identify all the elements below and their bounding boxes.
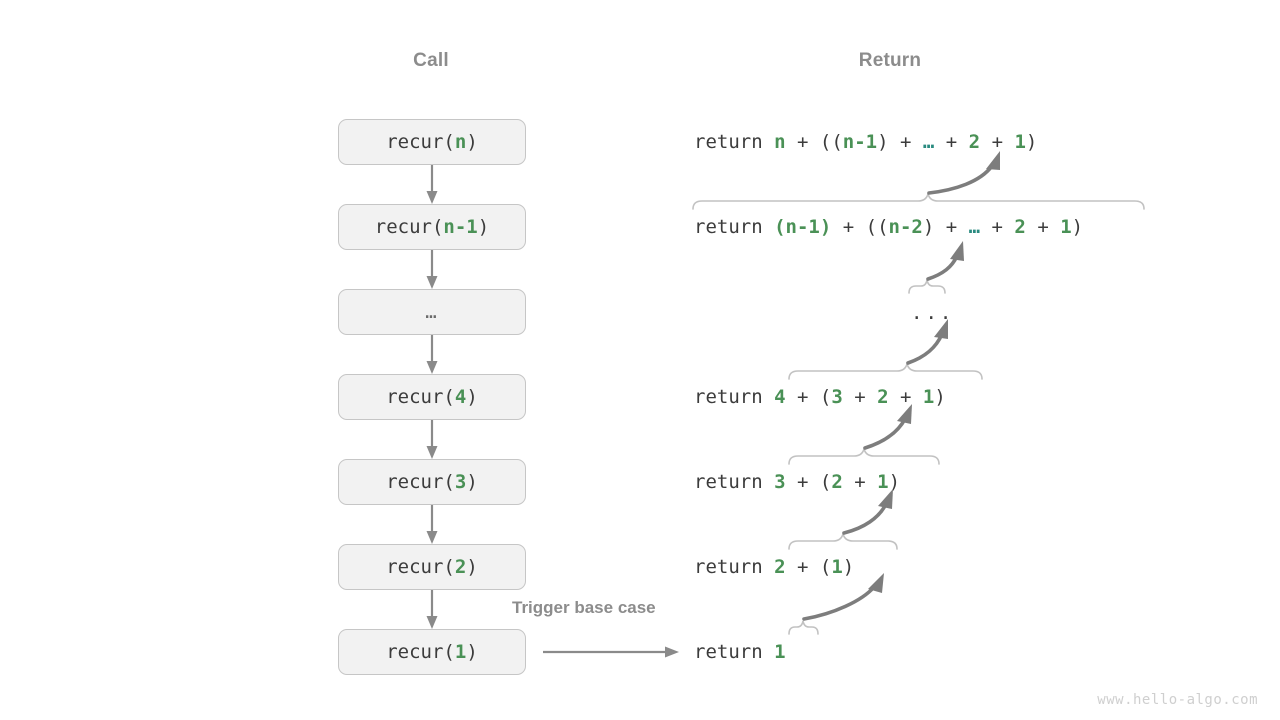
call-box-recur-n: recur(n) [338,119,526,165]
call-down-arrow-5 [426,505,438,544]
call-box-suffix: ) [466,131,478,153]
call-box-arg: n [454,131,467,153]
trigger-base-case-arrow [543,646,679,658]
return-line-7: return 1 [694,641,786,663]
call-box-arg: 3 [454,471,467,493]
return-arrow-row6-to-row5 [842,489,893,535]
call-box-arg: 4 [454,386,467,408]
return-keyword: return [694,131,763,153]
return-line-5: return 3 + (2 + 1) [694,471,901,493]
call-box-arg: 2 [454,556,467,578]
return-keyword: return [694,641,763,663]
call-box-suffix: ) [466,556,478,578]
call-down-arrow-3 [426,335,438,374]
return-line-6: return 2 + (1) [694,556,855,578]
return-keyword: return [694,386,763,408]
return-brace-row7 [788,620,819,635]
call-box-suffix: ) [477,216,490,238]
return-keyword: return [694,216,763,238]
return-keyword: return [694,471,763,493]
call-box-recur-n-1: recur(n-1) [338,204,526,250]
return-brace-row4 [788,361,983,380]
call-box-recur-2: recur(2) [338,544,526,590]
return-arrow-row2-to-row1 [927,151,1000,195]
call-box-suffix: ) [466,641,478,663]
return-ellipsis-row: ... [911,302,955,324]
column-header-call: Call [413,50,449,71]
return-brace-row2 [692,191,1145,210]
call-down-arrow-6 [426,590,438,629]
call-box-prefix: recur( [374,216,444,238]
call-box-recur-4: recur(4) [338,374,526,420]
call-box-recur-3: recur(3) [338,459,526,505]
call-box-recur-1: recur(1) [338,629,526,675]
call-box-prefix: recur( [386,556,455,578]
call-box-prefix: recur( [386,386,455,408]
return-line-4: return 4 + (3 + 2 + 1) [694,386,946,408]
call-box-prefix: recur( [386,641,455,663]
call-box-prefix: recur( [386,471,455,493]
return-arrow-row4-to-dots [906,319,948,365]
call-box-prefix: recur( [386,131,455,153]
column-header-return: Return [858,50,922,71]
call-down-arrow-1 [426,165,438,204]
return-arrow-row5-to-row4 [863,404,912,450]
call-box-suffix: ) [466,471,478,493]
return-arrow-dots-to-row2 [926,241,964,281]
return-line-1: return n + ((n-1) + … + 2 + 1) [694,131,1038,153]
call-box-suffix: ) [466,386,478,408]
return-arrow-row7-to-row6 [802,573,884,621]
call-box-arg: n-1 [443,216,478,238]
call-box-ellipsis-label: … [425,301,439,323]
call-down-arrow-4 [426,420,438,459]
return-line-2: return (n-1) + ((n-2) + … + 2 + 1) [694,216,1084,238]
return-keyword: return [694,556,763,578]
return-brace-row5 [788,446,940,465]
return-brace-dots-row [908,279,946,294]
trigger-base-case-label: Trigger base case [512,598,656,617]
call-box-ellipsis: … [338,289,526,335]
return-brace-row6 [788,531,898,550]
call-box-arg: 1 [454,641,467,663]
call-down-arrow-2 [426,250,438,289]
watermark: www.hello-algo.com [1097,692,1258,708]
